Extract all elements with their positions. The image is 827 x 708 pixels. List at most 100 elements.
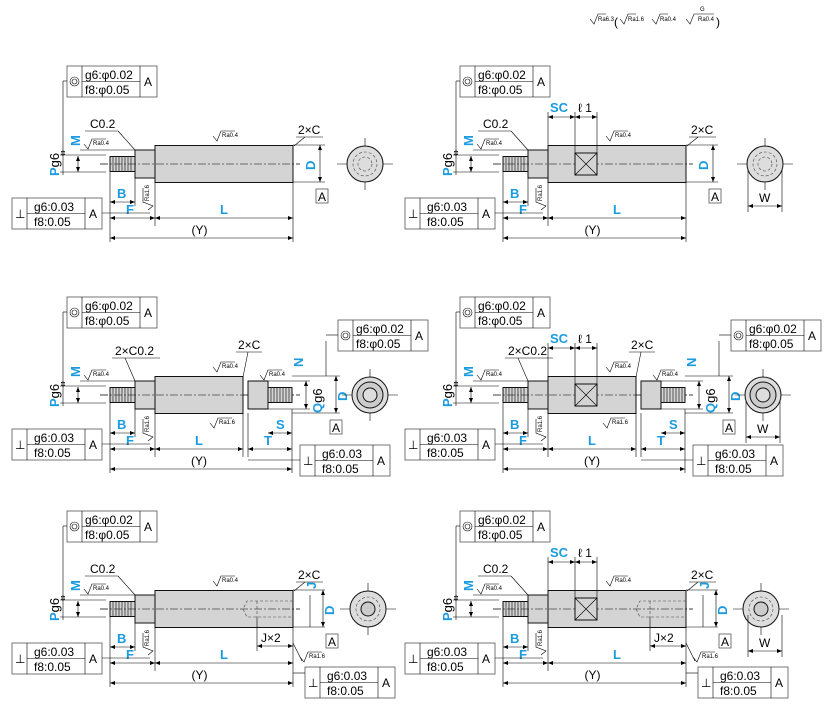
datum-ref: A	[770, 454, 778, 468]
label-pg6: Pg6	[440, 384, 455, 407]
perpendicularity-icon: ⊥	[408, 438, 418, 452]
label-j: J	[304, 582, 319, 589]
finish-symbol-icon	[651, 13, 668, 25]
line	[510, 130, 529, 151]
surface-finish-mark: Ra0.4	[83, 583, 110, 595]
datum-ref: A	[382, 676, 390, 690]
label-s: S	[276, 417, 285, 432]
line	[510, 575, 529, 596]
surface-finish-mark: Ra1.6	[535, 184, 547, 211]
tolerance-g6: g6:φ0.02	[478, 513, 526, 527]
end-view	[733, 583, 789, 635]
tolerance-g6: g6:0.03	[327, 669, 367, 683]
datum-ref: A	[537, 306, 545, 320]
finish-value: Ra0.4	[486, 586, 503, 592]
finish-value: Ra0.4	[222, 578, 239, 584]
thread-hidden	[757, 156, 773, 172]
label-g6: g6	[440, 598, 455, 612]
label-f: F	[126, 433, 134, 448]
drawing-standard: g6:φ0.02f8:φ0.05AMPg6Ra0.4Ra0.4Ra1.6C0.2…	[11, 65, 393, 242]
drawing-double-end-with-flat: g6:φ0.02f8:φ0.05AMPg6Ra0.4Ra0.4Ra1.62×C0…	[404, 296, 822, 477]
datum-box	[722, 419, 736, 435]
tolerance-g6: g6:φ0.02	[749, 322, 797, 336]
arrowhead-icon	[76, 156, 80, 172]
tolerance-g6: g6:φ0.02	[478, 299, 526, 313]
datum-ref: A	[537, 520, 545, 534]
surface-finish-mark: Ra1.6	[299, 651, 326, 663]
label-d: D	[696, 161, 711, 170]
finish-value: Ra1.6	[612, 420, 629, 426]
legend-ra16: Ra1.6	[628, 17, 645, 23]
surface-finish-mark: Ra0.4	[212, 575, 239, 587]
label-qg6: Qg6	[310, 388, 325, 413]
label-g6: g6	[47, 598, 62, 612]
label-b: B	[117, 186, 126, 201]
tapped-hole-hidden	[635, 600, 686, 618]
arrowhead-icon	[503, 447, 548, 451]
datum-a: A	[328, 635, 336, 649]
finish-symbol-icon	[476, 583, 499, 595]
finish-value: Ra0.4	[93, 141, 110, 147]
datum-a: A	[721, 635, 729, 649]
arrowhead-icon	[268, 431, 292, 435]
label-p: P	[440, 398, 455, 407]
label-l1: ℓ 1	[578, 101, 592, 115]
label-p: P	[440, 612, 455, 621]
tolerance-f8: f8:0.05	[427, 446, 464, 460]
tolerance-f8: f8:0.05	[427, 660, 464, 674]
label-m: M	[461, 366, 476, 377]
coaxiality-icon	[342, 332, 349, 339]
datum-a: A	[711, 190, 719, 204]
finish-symbol-icon	[602, 417, 625, 429]
finish-value: Ra0.4	[269, 372, 286, 378]
label-f: F	[519, 433, 527, 448]
arrowhead-icon	[76, 387, 80, 403]
tolerance-g6: g6:0.03	[720, 669, 760, 683]
label-w: W	[757, 422, 769, 436]
surface-finish-mark: Ra0.4	[605, 361, 632, 373]
arrowhead-icon	[575, 346, 597, 350]
chamfer-label-c02: C0.2	[483, 117, 509, 131]
finish-value: Ra0.4	[615, 133, 632, 139]
drawing-standard-with-flat: g6:φ0.02f8:φ0.05AMPg6Ra0.4Ra0.4Ra1.6C0.2…	[404, 65, 793, 242]
chamfer-label-2xc: 2×C	[238, 338, 261, 352]
arrowhead-icon	[61, 595, 65, 601]
label-sc: SC	[550, 331, 569, 346]
perpendicularity-icon: ⊥	[408, 207, 418, 221]
line	[635, 351, 642, 378]
label-q: Q	[703, 403, 718, 413]
label-y: (Y)	[192, 668, 208, 682]
collar-right	[247, 380, 269, 410]
end-view	[737, 138, 793, 190]
label-w: W	[759, 191, 771, 205]
chamfer-label-2xc: 2×C	[691, 123, 714, 137]
label-y: (Y)	[585, 668, 601, 682]
finish-symbol-icon	[259, 369, 282, 381]
tolerance-f8: f8:φ0.05	[478, 83, 523, 97]
surface-finish-mark: Ra0.4	[605, 575, 632, 587]
tolerance-g6: g6:φ0.02	[85, 513, 133, 527]
collar-right	[640, 380, 662, 410]
finish-value: Ra0.4	[486, 372, 503, 378]
surface-finish-mark: Ra0.4	[605, 130, 632, 142]
finish-value: Ra0.4	[222, 364, 239, 370]
legend-ra63: Ra6.3	[598, 17, 615, 23]
chamfer-label-c02: C0.2	[90, 562, 116, 576]
arrowhead-icon	[575, 560, 597, 564]
label-b: B	[510, 186, 519, 201]
tap-outer	[748, 596, 774, 622]
chamfer-label-2xc: 2×C	[298, 568, 321, 582]
tolerance-g6: g6:0.03	[427, 200, 467, 214]
label-m: M	[461, 135, 476, 146]
label-b: B	[117, 417, 126, 432]
line	[124, 357, 136, 382]
arrowhead-icon	[575, 115, 597, 119]
finish-value: Ra0.4	[486, 141, 503, 147]
label-p: P	[47, 167, 62, 176]
finish-symbol-icon	[652, 369, 675, 381]
finish-symbol-icon	[142, 188, 154, 211]
